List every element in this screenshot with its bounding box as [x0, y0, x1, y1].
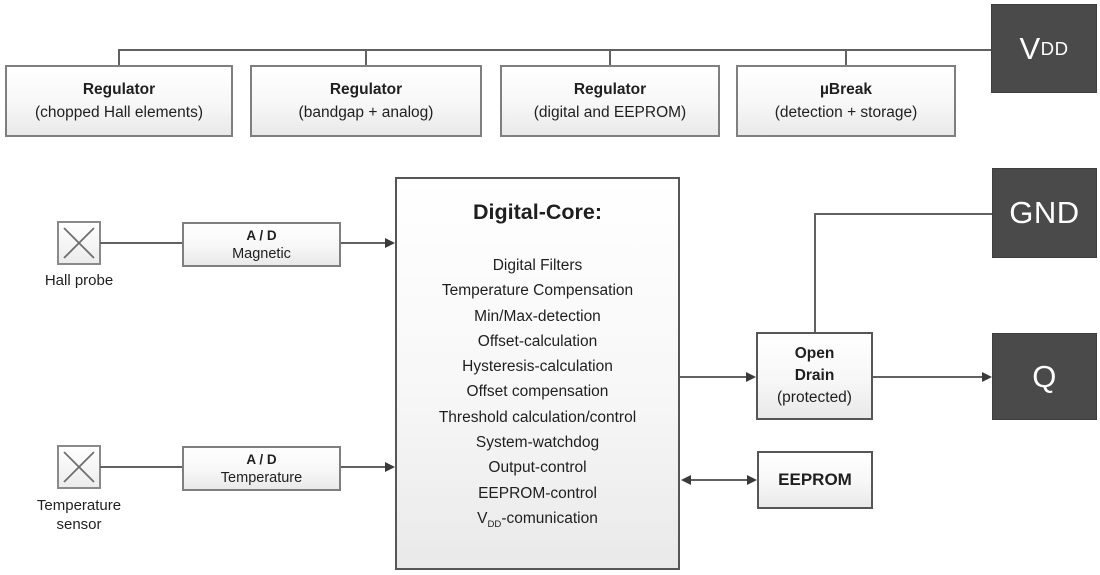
opendrain-to-q-arrowhead [982, 372, 992, 382]
core-function-item: Offset-calculation [477, 332, 598, 350]
temperature-sensor-label-line1: Temperature [36, 497, 122, 514]
vdd-pad-label: V [1019, 30, 1041, 66]
temperature-sensor-icon [57, 445, 101, 489]
regulator-digital-subtitle: (digital and EEPROM) [533, 104, 687, 121]
core-function-item: Min/Max-detection [474, 307, 601, 325]
core-function-item: EEPROM-control [478, 484, 597, 502]
core-function-item: VDD-comunication [477, 509, 598, 531]
core-function-item: Threshold calculation/control [438, 408, 637, 426]
adc-magnetic-to-core-line [341, 242, 387, 244]
x-mark-icon [63, 451, 95, 483]
adc-temperature-title: A / D [246, 451, 277, 467]
vdd-rail-stub-2 [365, 49, 367, 66]
regulator-bandgap-subtitle: (bandgap + analog) [298, 104, 434, 121]
adc-magnetic-title: A / D [246, 227, 277, 243]
regulator-bandgap-box: Regulator (bandgap + analog) [250, 65, 482, 137]
vdd-rail-stub-1 [118, 49, 120, 66]
regulator-bandgap-title: Regulator [329, 81, 403, 98]
core-function-item: Digital Filters [492, 257, 583, 274]
q-pad-label: Q [1032, 358, 1057, 394]
adc-magnetic-box: A / D Magnetic [182, 222, 341, 267]
core-function-item: System-watchdog [475, 434, 600, 452]
temperature-sensor-label: Temperature sensor [9, 496, 149, 534]
core-function-item: Output-control [488, 459, 587, 477]
opendrain-to-gnd-vline [814, 213, 816, 332]
core-function-item: Hysteresis-calculation [462, 358, 613, 376]
vdd-rail-line [119, 49, 991, 51]
opendrain-to-q-line [873, 376, 983, 378]
opendrain-to-gnd-hline [814, 213, 992, 215]
gnd-pad: GND [992, 168, 1097, 258]
vdd-pad-label-sub: DD [1040, 37, 1069, 59]
adc-temperature-to-core-arrowhead [385, 462, 395, 472]
ubreak-title: µBreak [819, 81, 873, 98]
adc-temperature-subtitle: Temperature [220, 469, 303, 486]
eeprom-box: EEPROM [757, 451, 873, 509]
temperature-to-adc-line [100, 466, 182, 468]
open-drain-label-line2: Drain [794, 367, 835, 384]
open-drain-box: Open Drain (protected) [756, 332, 873, 420]
gnd-pad-label: GND [1009, 195, 1080, 230]
core-function-item: Temperature Compensation [441, 282, 634, 300]
adc-magnetic-to-core-arrowhead [385, 238, 395, 248]
temperature-sensor-label-line2: sensor [56, 516, 102, 533]
open-drain-label-line3: (protected) [777, 389, 852, 406]
adc-temperature-box: A / D Temperature [182, 446, 341, 491]
core-to-opendrain-arrowhead [746, 372, 756, 382]
hall-probe-label: Hall probe [44, 272, 114, 289]
vdd-rail-stub-3 [609, 49, 611, 66]
core-to-eeprom-left-arrowhead [681, 475, 691, 485]
core-function-item: Offset compensation [466, 383, 609, 401]
ubreak-box: µBreak (detection + storage) [736, 65, 956, 137]
regulator-hall-title: Regulator [82, 81, 156, 98]
hall-to-adc-line [100, 242, 182, 244]
core-to-opendrain-line [680, 376, 747, 378]
ubreak-subtitle: (detection + storage) [774, 104, 918, 121]
vdd-rail-stub-4 [845, 49, 847, 66]
core-to-eeprom-line [689, 479, 749, 481]
x-mark-icon [63, 227, 95, 259]
regulator-digital-title: Regulator [573, 81, 647, 98]
adc-magnetic-subtitle: Magnetic [232, 245, 291, 262]
adc-temperature-to-core-line [341, 466, 387, 468]
core-to-eeprom-right-arrowhead [747, 475, 757, 485]
regulator-hall-box: Regulator (chopped Hall elements) [5, 65, 233, 137]
open-drain-label-line1: Open [794, 345, 835, 362]
eeprom-label: EEPROM [778, 470, 852, 489]
regulator-hall-subtitle: (chopped Hall elements) [34, 104, 203, 121]
q-pad: Q [992, 333, 1097, 420]
regulator-digital-box: Regulator (digital and EEPROM) [500, 65, 720, 137]
hall-probe-icon [57, 221, 101, 265]
digital-core-title: Digital-Core: [473, 200, 602, 224]
